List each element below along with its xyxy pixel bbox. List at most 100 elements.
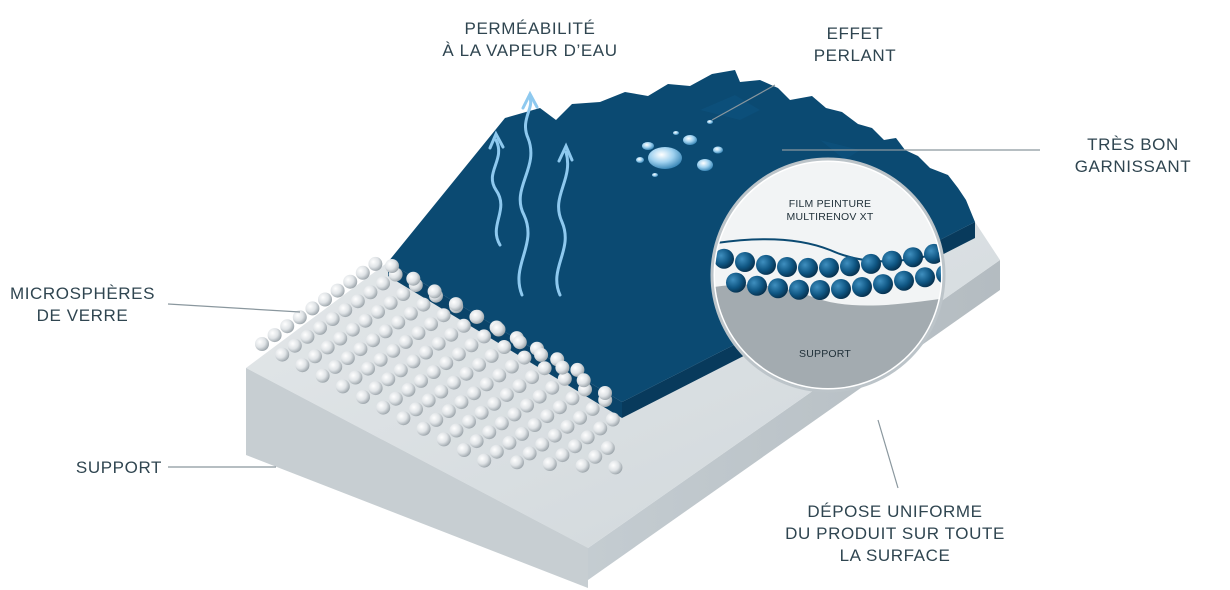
- glass-microsphere: [537, 361, 552, 376]
- glass-microsphere: [477, 453, 492, 468]
- vapor-arrows: [488, 90, 574, 297]
- glass-microsphere: [368, 256, 383, 271]
- label-filling: TRÈS BON GARNISSANT: [1074, 135, 1192, 176]
- label-uniform-deposit: DÉPOSE UNIFORME DU PRODUIT SUR TOUTE LA …: [785, 502, 1005, 565]
- glass-microsphere: [555, 360, 570, 375]
- glass-microsphere: [446, 375, 461, 390]
- glass-microsphere: [353, 342, 368, 357]
- glass-microsphere: [507, 407, 522, 422]
- glass-microsphere: [386, 343, 401, 358]
- inset-microsphere: [861, 253, 881, 274]
- glass-microsphere: [434, 384, 449, 399]
- glass-microsphere: [406, 271, 421, 286]
- glass-microsphere: [479, 377, 494, 392]
- glass-microsphere: [376, 276, 390, 291]
- glass-microsphere: [552, 400, 567, 415]
- glass-microsphere: [419, 345, 433, 360]
- glass-microsphere: [416, 421, 431, 436]
- glass-microsphere: [547, 428, 562, 443]
- glass-microsphere: [396, 287, 411, 301]
- glass-microsphere: [426, 365, 441, 379]
- glass-microsphere: [373, 352, 388, 367]
- glass-microsphere: [515, 426, 529, 441]
- glass-microsphere: [345, 322, 360, 337]
- glass-microsphere: [457, 443, 471, 457]
- glass-microsphere: [333, 331, 348, 346]
- glass-microsphere: [444, 327, 459, 342]
- glass-microsphere: [467, 386, 481, 401]
- glass-microsphere: [429, 412, 444, 427]
- glass-microsphere: [588, 449, 603, 464]
- inset-microsphere: [715, 248, 734, 269]
- glass-microsphere: [470, 309, 485, 324]
- glass-microsphere: [411, 326, 426, 340]
- magnified-inset: [710, 157, 946, 393]
- glass-microsphere: [462, 414, 476, 429]
- glass-microsphere: [385, 259, 399, 273]
- glass-microsphere: [383, 295, 398, 310]
- inset-microsphere: [789, 279, 809, 300]
- glass-microsphere: [504, 359, 519, 374]
- inset-microsphere: [735, 252, 755, 272]
- glass-microsphere: [396, 411, 411, 426]
- glass-microsphere: [482, 425, 497, 440]
- glass-microsphere: [510, 455, 524, 470]
- glass-microsphere: [441, 404, 456, 418]
- inset-microsphere: [798, 257, 818, 278]
- glass-microsphere: [355, 265, 370, 280]
- glass-microsphere: [449, 423, 464, 438]
- glass-microsphere: [605, 412, 620, 427]
- glass-microsphere: [403, 306, 418, 321]
- glass-microsphere: [540, 409, 555, 424]
- glass-microsphere: [573, 410, 587, 425]
- glass-microsphere: [335, 379, 350, 394]
- glass-microsphere: [358, 313, 373, 328]
- glass-microsphere: [318, 292, 332, 307]
- glass-microsphere: [576, 373, 591, 388]
- water-drops: [636, 120, 723, 177]
- glass-microsphere: [534, 347, 549, 362]
- label-vapor-permeability: PERMÉABILITÉ À LA VAPEUR D’EAU: [442, 19, 618, 60]
- glass-microsphere: [421, 393, 436, 408]
- glass-microsphere: [436, 432, 451, 447]
- glass-microsphere: [487, 396, 502, 411]
- glass-microsphere: [305, 301, 320, 316]
- inset-microsphere: [819, 257, 839, 278]
- glass-microsphere: [545, 380, 560, 395]
- glass-microsphere: [512, 335, 527, 350]
- glass-microsphere: [489, 444, 504, 459]
- inset-microsphere: [777, 257, 797, 277]
- glass-microsphere: [439, 356, 454, 371]
- glass-microsphere: [366, 333, 380, 348]
- glass-microsphere: [491, 322, 506, 337]
- glass-microsphere: [300, 329, 315, 344]
- glass-microsphere: [340, 351, 355, 365]
- glass-microsphere: [560, 419, 575, 434]
- glass-microsphere: [325, 312, 340, 326]
- glass-microsphere: [502, 435, 517, 450]
- glass-microsphere: [451, 347, 466, 362]
- glass-microsphere: [330, 283, 345, 298]
- glass-microsphere: [378, 324, 393, 339]
- glass-microsphere: [499, 387, 514, 402]
- glass-microsphere: [381, 372, 396, 387]
- glass-microsphere: [608, 460, 623, 475]
- glass-microsphere: [472, 357, 486, 372]
- glass-microsphere: [393, 363, 408, 378]
- glass-microsphere: [391, 315, 406, 330]
- glass-microsphere: [522, 446, 537, 461]
- glass-microsphere: [431, 336, 446, 351]
- label-beading-effect: EFFET PERLANT: [813, 24, 897, 65]
- glass-microsphere: [456, 318, 471, 333]
- glass-microsphere: [255, 337, 269, 351]
- glass-microsphere: [497, 340, 512, 354]
- inset-microsphere: [882, 250, 902, 271]
- glass-microsphere: [517, 350, 532, 365]
- inset-microsphere: [810, 280, 830, 300]
- glass-microsphere: [512, 379, 527, 393]
- glass-microsphere: [361, 361, 375, 376]
- glass-microsphere: [371, 304, 385, 319]
- inset-microsphere: [894, 270, 914, 291]
- glass-microsphere: [401, 382, 416, 397]
- glass-microsphere: [275, 347, 290, 362]
